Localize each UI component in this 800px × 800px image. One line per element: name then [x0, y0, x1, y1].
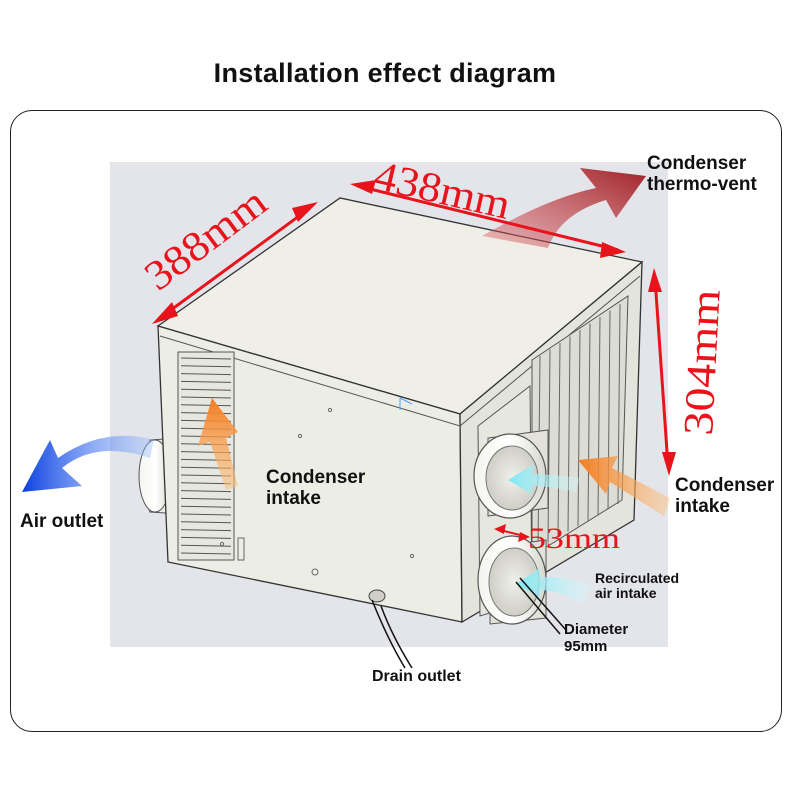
condenser-intake-right-line1: Condenser — [675, 475, 775, 496]
louver-slat — [180, 505, 232, 508]
drain-outlet-label: Drain outlet — [372, 668, 461, 685]
diagram-title: Installation effect diagram — [213, 58, 557, 88]
condenser-intake-left-line2: intake — [266, 487, 321, 509]
louver-slat — [180, 380, 232, 383]
leader-lines — [371, 577, 567, 669]
grille-bar — [557, 342, 561, 538]
louver-slat — [180, 357, 232, 360]
louver-slat — [180, 396, 232, 399]
louver-slat — [180, 490, 232, 493]
recirculated-line1: Recirculated — [595, 570, 680, 586]
air-outlet-label: Air outlet — [20, 511, 104, 532]
louver-slat — [180, 365, 232, 368]
drain-outlet — [368, 589, 386, 603]
louver-slat — [180, 497, 232, 500]
condenser-intake-right-arrow — [578, 456, 670, 516]
lower-duct — [477, 535, 547, 625]
upper-cyan-arrow — [508, 464, 580, 494]
thermo-vent-line1: Condenser — [647, 153, 747, 174]
grille-bar — [547, 349, 551, 543]
dimension-lines — [152, 180, 676, 542]
louver-slat — [180, 388, 232, 391]
grille-bar — [567, 336, 571, 532]
condenser-intake-right-line2: intake — [675, 495, 730, 517]
diameter-line1: Diameter — [564, 621, 629, 638]
louver-slat — [180, 544, 232, 547]
dimension-height: 304mm — [676, 288, 730, 437]
diameter-line2: 95mm — [564, 637, 608, 655]
louver-slat — [180, 404, 232, 407]
recirculated-line2: air intake — [595, 585, 657, 602]
dimension-spacing: 53mm — [528, 522, 620, 555]
condenser-intake-left-line1: Condenser — [266, 467, 366, 488]
grille-bar — [587, 323, 591, 521]
thermo-vent-label: Condenser thermo-vent — [647, 153, 757, 196]
louver-slat — [180, 536, 232, 539]
diameter-label: Diameter 95mm — [564, 621, 629, 655]
louver-slat — [180, 521, 232, 524]
louver-slat — [180, 482, 232, 485]
grille-bar — [617, 303, 621, 505]
condenser-intake-left-label: Condenser intake — [266, 467, 366, 510]
air-outlet-arrow — [22, 435, 154, 492]
diagram-frame — [10, 110, 782, 732]
louver-slat — [180, 513, 232, 516]
louver-slat — [180, 373, 232, 376]
condenser-intake-right-label: Condenser intake — [675, 475, 775, 518]
condenser-intake-left-arrow — [198, 398, 238, 490]
louver-slat — [180, 552, 232, 555]
louver-slat — [180, 529, 232, 532]
thermo-vent-line2: thermo-vent — [647, 173, 757, 195]
grille-bar — [577, 329, 581, 527]
recirculated-label: Recirculated air intake — [595, 570, 680, 602]
front-face-details — [219, 397, 415, 576]
